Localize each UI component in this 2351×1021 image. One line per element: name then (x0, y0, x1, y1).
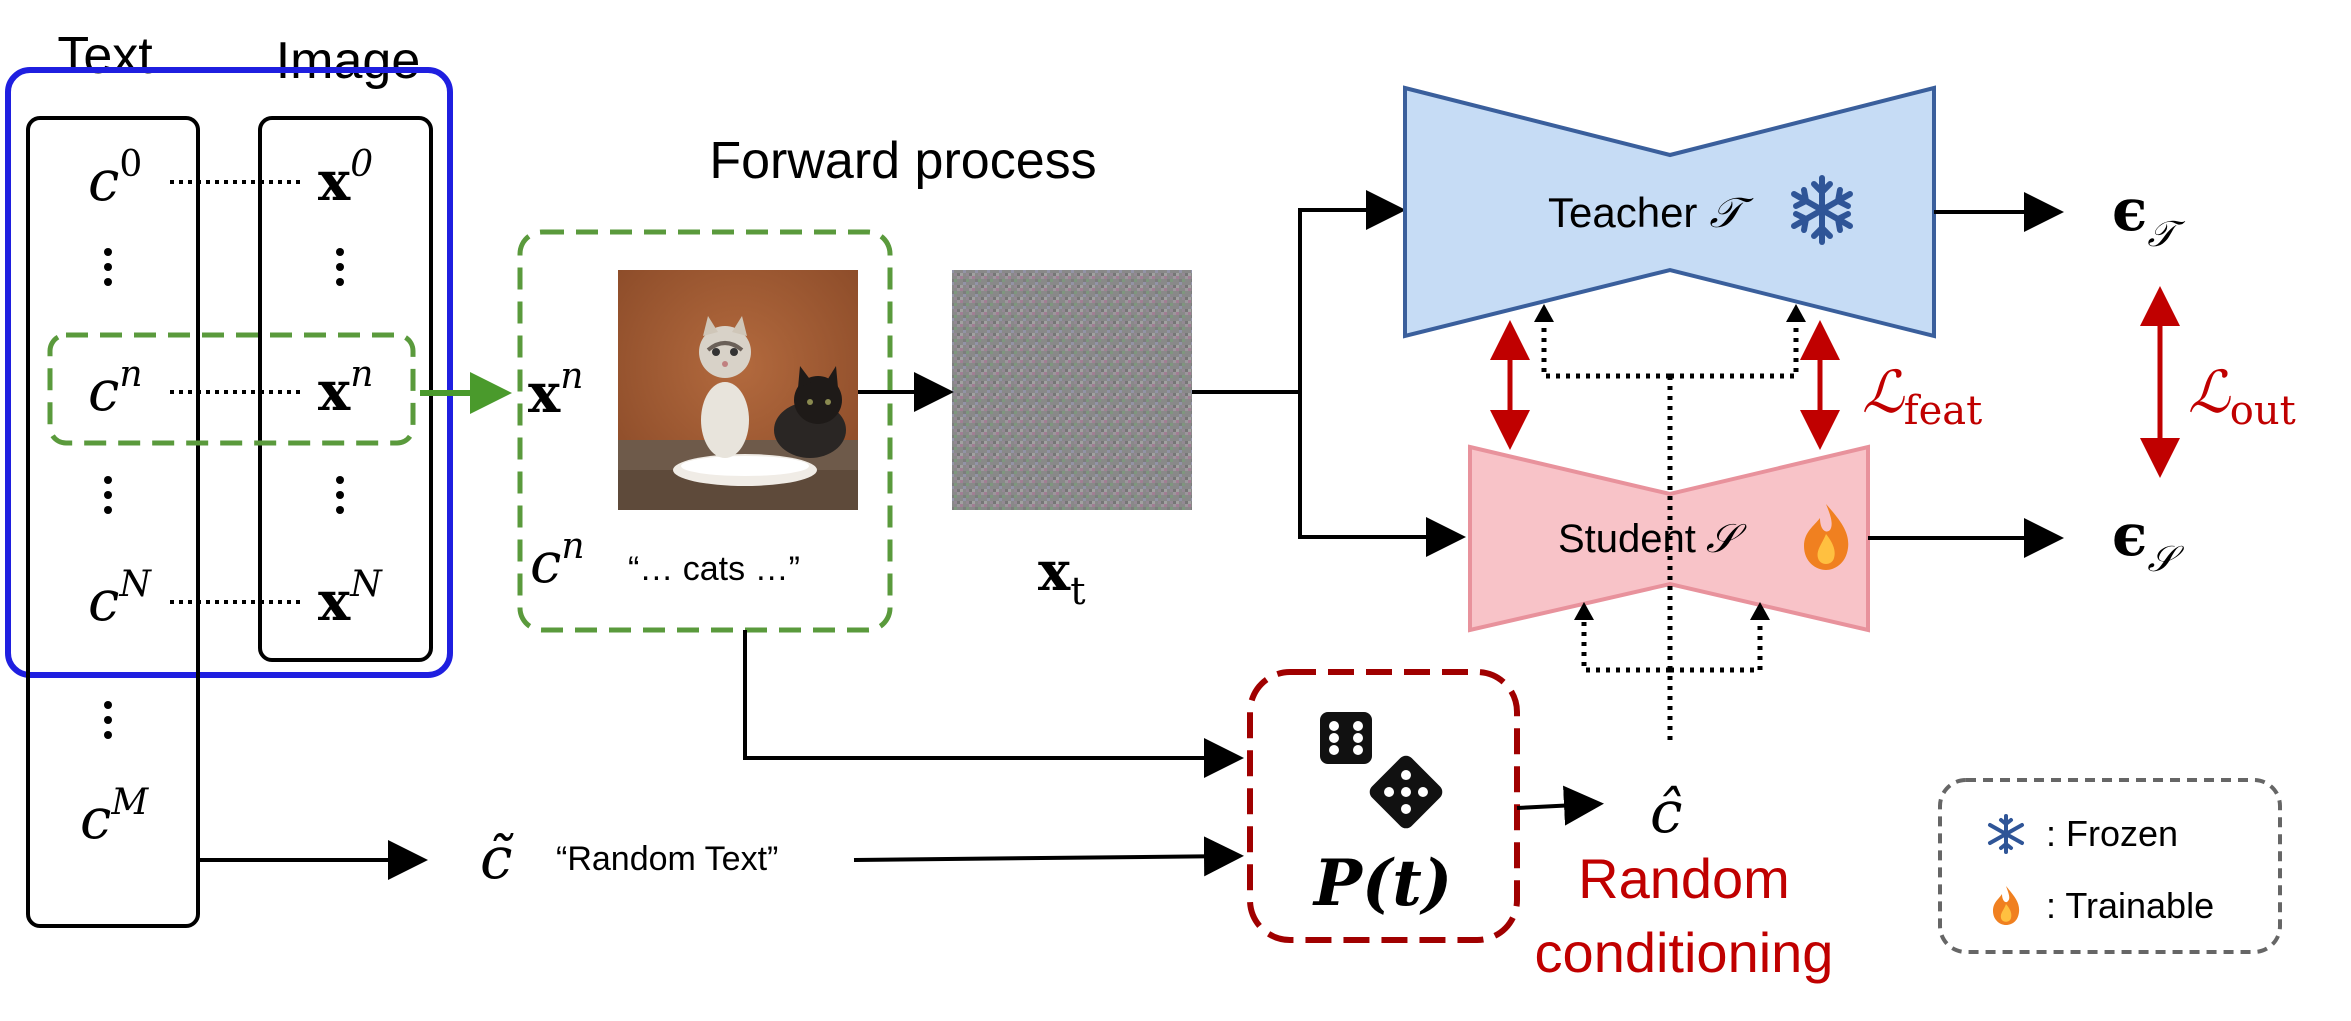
svg-text:cN: cN (88, 564, 152, 634)
xN-sup: N (349, 564, 383, 605)
legend-flame-icon (1993, 886, 2020, 925)
eps-student: ϵ𝒮 (2112, 501, 2184, 580)
dataset-row-0: c0 x0 (88, 144, 373, 214)
ellipsis-dots-2 (104, 476, 344, 514)
cat-image (618, 270, 858, 510)
c-hat-label: ĉ (1650, 778, 1682, 846)
ellipsis-dots-3 (104, 701, 112, 739)
cond-arrowhead-3 (1574, 602, 1594, 620)
cond-arrowhead-4 (1750, 602, 1770, 620)
eps-teacher: ϵ𝒯 (2112, 176, 2185, 255)
xn-input-label: xn (528, 356, 583, 425)
legend-trainable-label: : Trainable (2046, 885, 2214, 926)
x0-symbol: x (318, 149, 351, 213)
xN-symbol: x (318, 569, 351, 633)
cond-arrowhead-1 (1534, 304, 1554, 322)
xn-sup: n (350, 354, 373, 395)
x0-sup: 0 (350, 144, 373, 185)
xt-to-student-arrow (1298, 392, 1466, 557)
paired-dataset-box (5, 67, 453, 678)
cn-symbol: c (88, 359, 119, 424)
random-conditioning-label-2: conditioning (1535, 921, 1834, 984)
cM-label: cM (80, 782, 149, 852)
svg-text:xN: xN (318, 564, 383, 633)
feature-loss-label: ℒfeat (1862, 358, 1982, 434)
flame-icon (1804, 504, 1849, 570)
cN-symbol: c (88, 569, 119, 634)
text-column-box (26, 116, 200, 928)
sampled-pair-highlight (47, 332, 416, 446)
teacher-model-shape (1403, 85, 1936, 339)
svg-text:cn: cn (88, 354, 143, 424)
random-text-to-box-arrow (853, 836, 1244, 877)
output-loss-label: ℒout (2188, 358, 2296, 434)
c0-symbol: c (88, 149, 119, 214)
dataset-row-n: cn xn (88, 354, 373, 424)
c0-sup: 0 (119, 144, 142, 185)
probability-label: P(t) (1312, 846, 1452, 921)
cn-caption-label: cn (530, 526, 585, 596)
noisy-image (952, 270, 1192, 510)
legend-snowflake-icon (1988, 814, 2024, 854)
caption-text: “… cats …” (628, 550, 800, 588)
legend-box (1938, 778, 2282, 954)
xt-to-teacher-arrow (1298, 190, 1406, 392)
cN-sup: N (118, 564, 152, 605)
image-column-header: Image (276, 32, 421, 90)
c-tilde-label: c̃ (480, 824, 514, 892)
image-column-box (258, 116, 433, 662)
forward-process-title: Forward process (709, 132, 1096, 190)
ellipsis-dots-1 (104, 248, 344, 286)
xn-symbol: x (318, 359, 351, 423)
legend-frozen-label: : Frozen (2046, 813, 2178, 854)
random-text-label: “Random Text” (556, 840, 778, 878)
text-column-header: Text (57, 27, 153, 85)
sample-arrow-head (470, 372, 512, 414)
box-to-chat-arrow (1516, 785, 1604, 826)
svg-text:c0: c0 (88, 144, 142, 214)
xt-label: xt (1038, 539, 1085, 613)
cond-arrowhead-2 (1786, 304, 1806, 322)
conditioning-dotted-lines (1541, 320, 1799, 740)
random-conditioning-label-1: Random (1578, 847, 1790, 910)
svg-text:xn: xn (318, 354, 373, 423)
svg-text:x0: x0 (318, 144, 373, 213)
caption-to-box-arrow (743, 630, 1244, 778)
snowflake-icon (1791, 175, 1853, 245)
dice-icon (1320, 712, 1443, 829)
dataset-row-N: cN xN (88, 564, 383, 634)
cn-sup: n (119, 354, 142, 395)
